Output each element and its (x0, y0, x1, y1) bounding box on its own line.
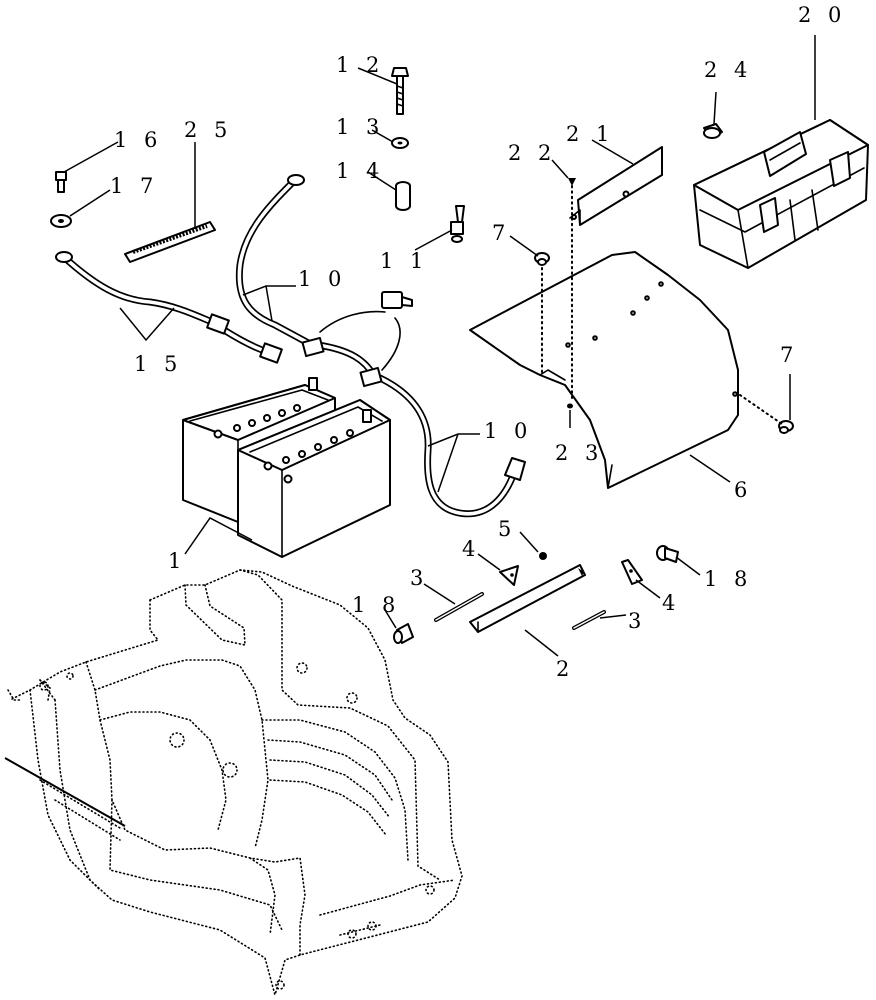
callout-3-right: 3 (628, 609, 646, 633)
callout-13: 1 3 (336, 115, 384, 139)
callout-1: 1 (168, 549, 186, 573)
rod-3-left (434, 592, 484, 622)
battery-cables (61, 177, 519, 518)
screw-22 (568, 178, 576, 186)
callout-7-upper: 7 (492, 221, 510, 245)
callout-5: 5 (498, 517, 516, 541)
ground-strap (124, 221, 216, 263)
callout-7-lower: 7 (780, 343, 798, 367)
bolt-16 (55, 171, 67, 193)
clip-4-left (499, 565, 519, 586)
callout-11: 1 1 (380, 249, 428, 273)
callout-18-left: 1 8 (352, 593, 400, 617)
nut-5 (539, 552, 547, 560)
callout-14: 1 4 (336, 159, 384, 183)
nut-7-upper (534, 252, 550, 266)
machine-frame-outline (7, 569, 463, 996)
bolt-23 (567, 403, 573, 409)
callout-4-right: 4 (662, 591, 680, 615)
frame-edge-dots (39, 779, 121, 841)
washer-17 (50, 214, 72, 228)
alignment-lines (541, 185, 783, 425)
callout-16: 1 6 (114, 128, 162, 152)
bolt-12 (391, 67, 409, 115)
connector-11 (450, 205, 465, 243)
grommet-18-left (393, 623, 414, 644)
callout-10-lower: 1 0 (484, 419, 532, 443)
rod-3-right (572, 610, 606, 630)
callout-21: 2 1 (566, 122, 614, 146)
callout-6: 6 (734, 478, 752, 502)
bracket-21 (569, 146, 663, 226)
callout-25: 2 5 (184, 118, 232, 142)
callout-17: 1 7 (110, 174, 158, 198)
callout-12: 1 2 (336, 53, 384, 77)
washer-13 (391, 137, 409, 149)
callout-10-upper: 1 0 (298, 267, 346, 291)
battery-front (237, 399, 391, 558)
toolbox-latch-24 (703, 123, 723, 139)
callout-4-left: 4 (462, 537, 480, 561)
clip-4-right (621, 559, 643, 585)
callout-2: 2 (556, 657, 574, 681)
spacer-14 (395, 181, 411, 211)
cable-terminals (55, 174, 526, 481)
callout-22: 2 2 (508, 141, 556, 165)
leader-lines (63, 35, 816, 657)
callout-18-right: 1 8 (704, 567, 752, 591)
callout-3-left: 3 (410, 566, 428, 590)
callout-15: 1 5 (134, 352, 182, 376)
callout-labels: 2 0 2 4 1 2 1 3 1 4 1 6 1 7 2 5 2 1 2 2 … (110, 3, 846, 681)
battery-cover-6 (469, 251, 739, 489)
hold-down-bar-2 (469, 564, 586, 633)
toolbox-20 (693, 119, 869, 269)
grommet-18-right (656, 545, 679, 563)
callout-20: 2 0 (798, 3, 846, 27)
nut-7-lower (778, 420, 794, 434)
callout-23: 2 3 (555, 441, 603, 465)
callout-24: 2 4 (704, 58, 752, 82)
frame-edge-line (4, 757, 126, 827)
